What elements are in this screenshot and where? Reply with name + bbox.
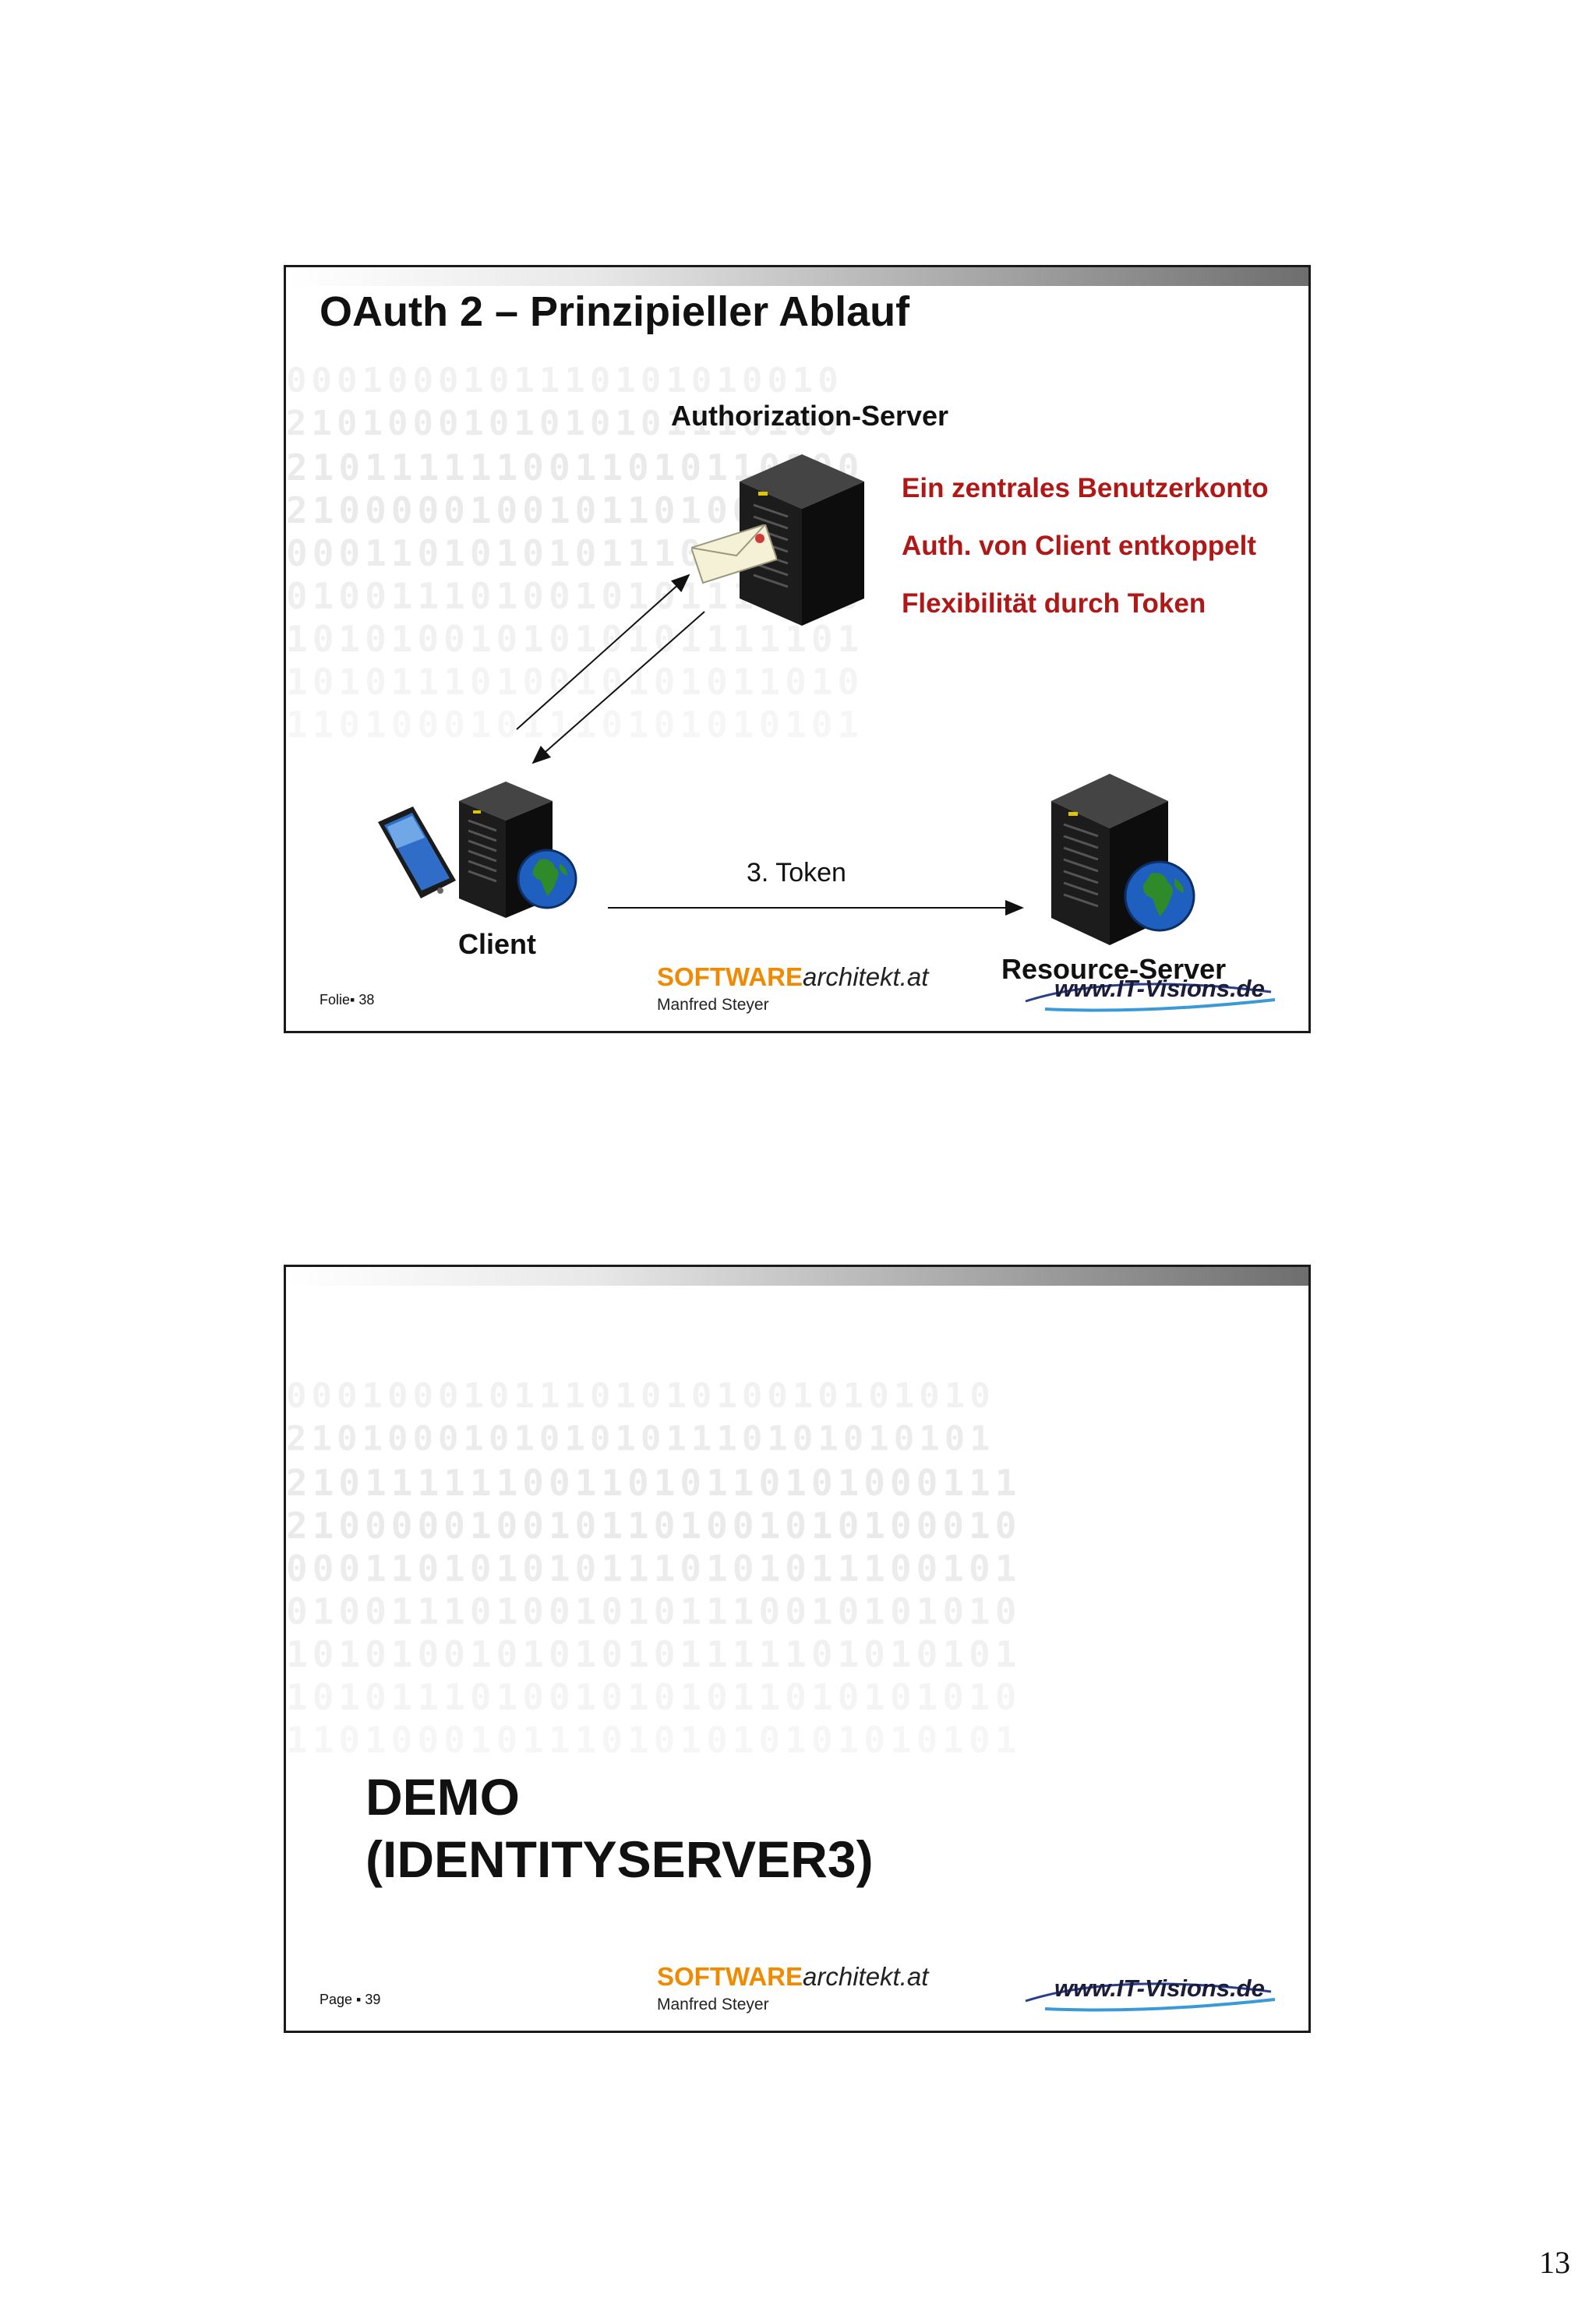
it-visions-logo: www.IT-Visions.de xyxy=(1022,1968,1279,2015)
client-label: Client xyxy=(458,928,537,960)
resource-server-label: Resource-Server xyxy=(1001,953,1227,985)
swoosh-icon xyxy=(1025,1982,1276,2012)
envelope-icon xyxy=(691,524,777,584)
smartphone-icon xyxy=(378,806,456,898)
demo-title-line2: (IDENTITYSERVER3) xyxy=(365,1830,874,1888)
page-number: 13 xyxy=(1539,2245,1570,2280)
brand-logo: SOFTWAREarchitekt.at xyxy=(657,1962,928,1992)
brand-architekt: architekt.at xyxy=(803,962,929,991)
author-name: Manfred Steyer xyxy=(657,1996,769,2013)
bullet-3: Flexibilität durch Token xyxy=(902,588,1206,619)
it-visions-text: www.IT-Visions.de xyxy=(1054,1975,1265,2002)
slide-number: Folie▪ 38 xyxy=(320,992,375,1008)
swoosh-icon xyxy=(1025,983,1276,1012)
brand-software: SOFTWARE xyxy=(657,1962,803,1991)
demo-title-line1: DEMO xyxy=(365,1768,520,1826)
brand-software: SOFTWARE xyxy=(657,962,803,991)
bullet-1: Ein zentrales Benutzerkonto xyxy=(902,473,1269,503)
slide-number: Page ▪ 39 xyxy=(320,1992,381,2007)
slide-oauth-flow: 0001000101110101010010 21010001010101011… xyxy=(284,265,1311,1033)
binary-background: 0001000101110101010010101010 21010001010… xyxy=(286,1376,1022,1718)
slide-top-bar xyxy=(286,1267,1308,1286)
it-visions-text: www.IT-Visions.de xyxy=(1054,975,1265,1002)
slide-title: OAuth 2 – Prinzipieller Ablauf xyxy=(320,288,910,335)
slide-demo: 0001000101110101010010101010 21010001010… xyxy=(284,1265,1311,2033)
slide-top-bar xyxy=(286,267,1308,286)
globe-icon xyxy=(1124,860,1195,932)
authorization-server-label: Authorization-Server xyxy=(671,400,949,432)
flow-arrows xyxy=(516,573,1024,916)
token-label: 3. Token xyxy=(747,858,846,888)
bullet-2: Auth. von Client entkoppelt xyxy=(902,531,1256,561)
it-visions-logo: www.IT-Visions.de xyxy=(1022,969,1279,1015)
author-name: Manfred Steyer xyxy=(657,996,769,1014)
globe-icon xyxy=(517,849,577,909)
brand-architekt: architekt.at xyxy=(803,1962,929,1991)
brand-logo: SOFTWAREarchitekt.at xyxy=(657,962,928,992)
